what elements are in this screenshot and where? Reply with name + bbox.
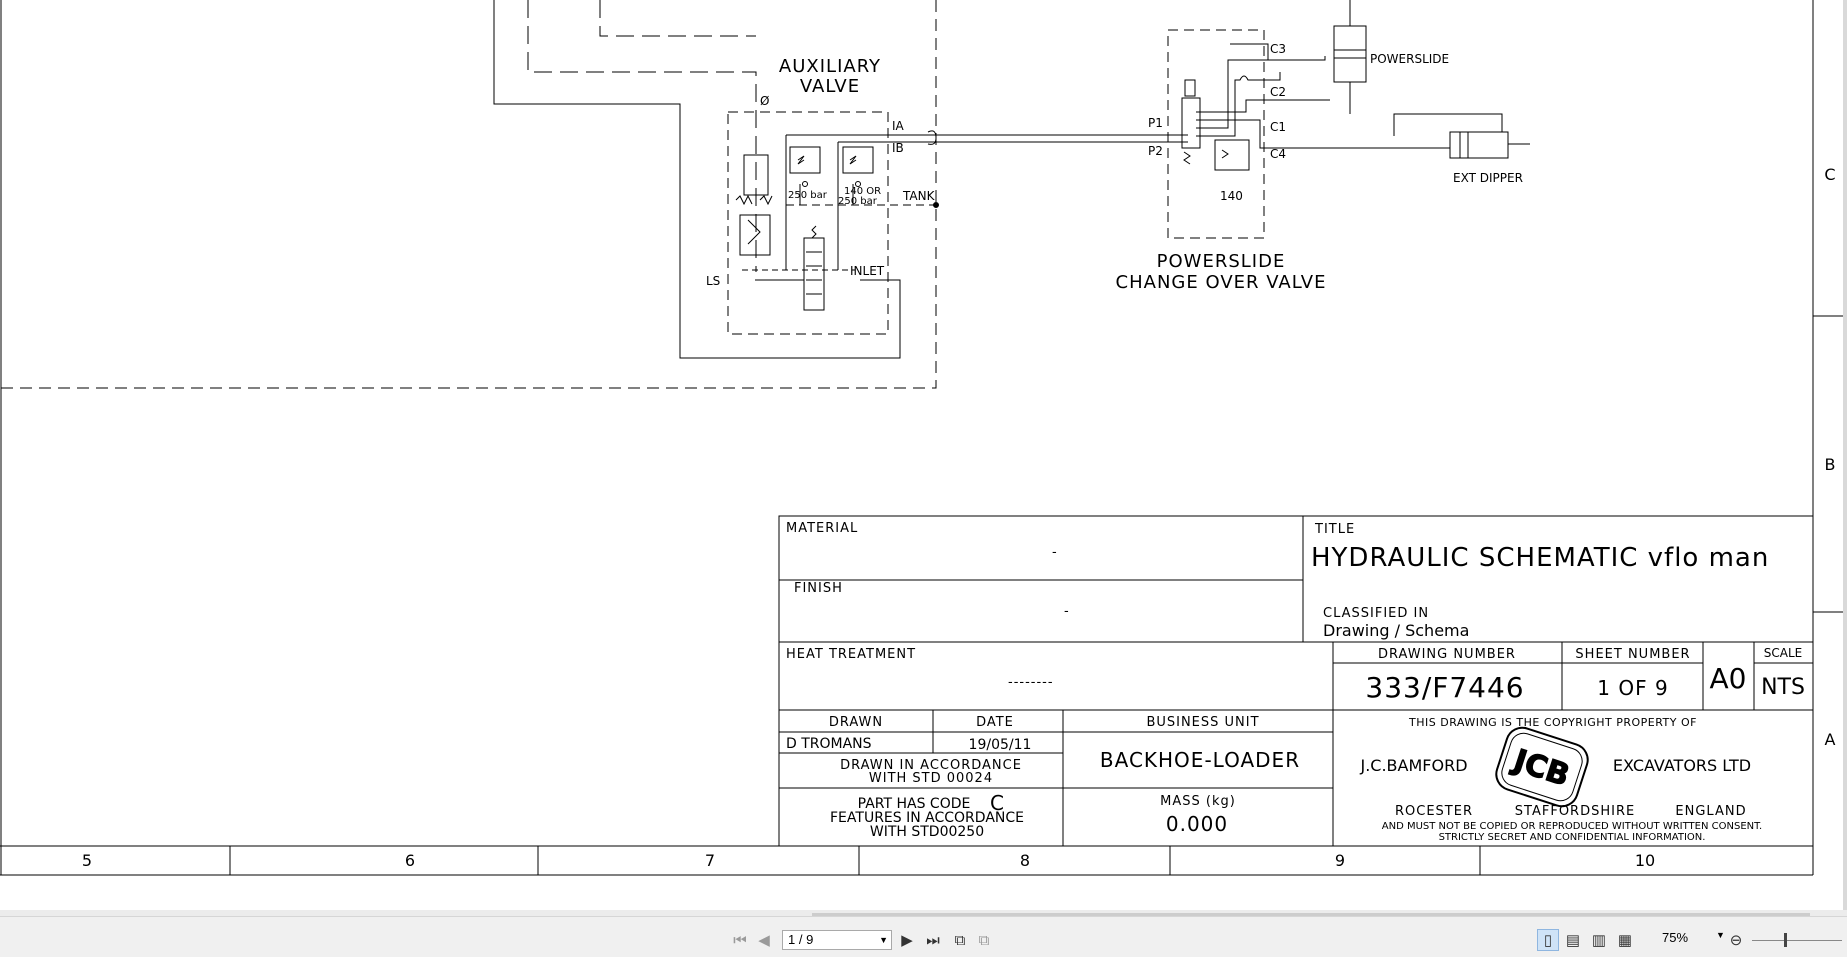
copy-notice-1: AND MUST NOT BE COPIED OR REPRODUCED WIT… xyxy=(1382,821,1762,832)
drawn-by: D TROMANS xyxy=(786,736,872,752)
right-edge-panel xyxy=(1843,0,1847,910)
port-inlet: INLET xyxy=(850,264,885,278)
drawn-label: DRAWN xyxy=(829,715,883,730)
drawing-number: 333/F7446 xyxy=(1365,671,1524,704)
part-code-letter: C xyxy=(990,791,1004,815)
drawing-number-label: DRAWING NUMBER xyxy=(1378,647,1516,662)
business-unit-label: BUSINESS UNIT xyxy=(1146,715,1259,730)
material-label: MATERIAL xyxy=(786,521,858,536)
company-right: EXCAVATORS LTD xyxy=(1613,756,1751,775)
zoom-dropdown-icon[interactable]: ▼ xyxy=(1716,930,1725,940)
relief-140-label-2: 250 bar xyxy=(838,196,878,207)
scale-value: NTS xyxy=(1761,675,1805,700)
grid-col-7: 7 xyxy=(705,851,715,870)
orifice-label: Ø xyxy=(760,94,769,108)
fit-width-icon[interactable]: ⧉ xyxy=(978,931,990,949)
relief-250-label: 250 bar xyxy=(788,190,828,201)
fit-page-icon[interactable]: ⧉ xyxy=(954,931,966,949)
part-code-line-2: FEATURES IN ACCORDANCE xyxy=(830,810,1024,826)
grid-col-5: 5 xyxy=(82,851,92,870)
location-staffordshire: STAFFORDSHIRE xyxy=(1515,804,1635,819)
aux-valve-label-1: AUXILIARY xyxy=(779,56,881,77)
grid-row-b: B xyxy=(1825,455,1836,474)
next-page-icon[interactable]: ▶ xyxy=(901,932,913,949)
part-code-line-1: PART HAS CODE xyxy=(858,796,971,812)
accordance-line-2: WITH STD 00024 xyxy=(869,771,993,786)
aux-valve-label-2: VALVE xyxy=(800,76,860,97)
port-c3: C3 xyxy=(1270,42,1286,56)
material-value: - xyxy=(1052,545,1058,560)
classified-value: Drawing / Schema xyxy=(1323,621,1469,640)
zoom-slider-thumb[interactable] xyxy=(1784,933,1787,947)
location-rocester: ROCESTER xyxy=(1395,804,1473,819)
title-label: TITLE xyxy=(1314,522,1355,537)
zoom-slider[interactable] xyxy=(1752,940,1842,941)
changeover-label-1: POWERSLIDE xyxy=(1157,251,1286,272)
two-page-continuous-icon[interactable]: ▦ xyxy=(1617,932,1633,949)
port-p1: P1 xyxy=(1148,116,1163,130)
port-tank: TANK xyxy=(902,189,936,203)
ext-dipper-label: EXT DIPPER xyxy=(1453,171,1523,185)
continuous-page-icon[interactable]: ▤ xyxy=(1565,932,1581,949)
grid-row-c: C xyxy=(1824,165,1835,184)
grid-col-9: 9 xyxy=(1335,851,1345,870)
sheet-number-label: SHEET NUMBER xyxy=(1575,647,1690,662)
grid-col-10: 10 xyxy=(1635,851,1655,870)
single-page-icon[interactable]: ▯ xyxy=(1537,929,1559,951)
port-c2: C2 xyxy=(1270,85,1286,99)
relief-140-value: 140 xyxy=(1220,189,1243,203)
two-page-icon[interactable]: ▥ xyxy=(1591,932,1607,949)
finish-label: FINISH xyxy=(794,581,843,596)
sheet-size: A0 xyxy=(1710,662,1747,695)
port-c4: C4 xyxy=(1270,147,1286,161)
finish-value: - xyxy=(1064,604,1070,619)
heat-treatment-value: -------- xyxy=(1008,675,1054,690)
zoom-out-icon[interactable]: ⊖ xyxy=(1729,932,1743,949)
part-code-line-3: WITH STD00250 xyxy=(870,824,984,840)
accordance-line-1: DRAWN IN ACCORDANCE xyxy=(840,758,1022,773)
chevron-down-icon: ▼ xyxy=(879,935,888,945)
sheet-number: 1 OF 9 xyxy=(1597,676,1668,700)
changeover-label-2: CHANGE OVER VALVE xyxy=(1116,272,1327,293)
drawn-date: 19/05/11 xyxy=(969,737,1032,753)
port-p2: P2 xyxy=(1148,144,1163,158)
mass-value: 0.000 xyxy=(1166,812,1228,836)
drawing-title: HYDRAULIC SCHEMATIC vflo man xyxy=(1311,543,1769,573)
title-block xyxy=(778,515,1814,847)
company-left: J.C.BAMFORD xyxy=(1359,756,1467,775)
date-label: DATE xyxy=(976,715,1014,730)
port-c1: C1 xyxy=(1270,120,1286,134)
copy-notice-2: STRICTLY SECRET AND CONFIDENTIAL INFORMA… xyxy=(1439,832,1706,843)
powerslide-label: POWERSLIDE xyxy=(1370,52,1449,66)
last-page-icon[interactable]: ⏭ xyxy=(926,931,940,949)
port-ib: IB xyxy=(892,141,904,155)
scale-label: SCALE xyxy=(1764,646,1802,660)
business-unit: BACKHOE-LOADER xyxy=(1100,748,1300,772)
grid-col-8: 8 xyxy=(1020,851,1030,870)
first-page-icon[interactable]: ⏮ xyxy=(733,931,747,949)
classified-label: CLASSIFIED IN xyxy=(1323,606,1429,621)
port-ls: LS xyxy=(706,274,720,288)
hydraulic-schematic xyxy=(0,0,1530,389)
location-england: ENGLAND xyxy=(1675,804,1746,819)
heat-treatment-label: HEAT TREATMENT xyxy=(786,647,916,662)
copyright-notice: THIS DRAWING IS THE COPYRIGHT PROPERTY O… xyxy=(1408,716,1697,729)
relief-140-label-1: 140 OR xyxy=(844,186,881,197)
drawing-sheet: C B A 5 6 7 8 9 10 xyxy=(0,0,1847,876)
grid-col-6: 6 xyxy=(405,851,415,870)
page-number-value: 1 / 9 xyxy=(788,932,814,947)
mass-label: MASS (kg) xyxy=(1160,794,1236,809)
prev-page-icon[interactable]: ◀ xyxy=(758,932,770,949)
grid-row-a: A xyxy=(1825,730,1836,749)
port-ia: IA xyxy=(892,119,905,133)
page-number-select[interactable]: 1 / 9 ▼ xyxy=(782,930,892,950)
zoom-level[interactable]: 75% xyxy=(1662,930,1689,945)
